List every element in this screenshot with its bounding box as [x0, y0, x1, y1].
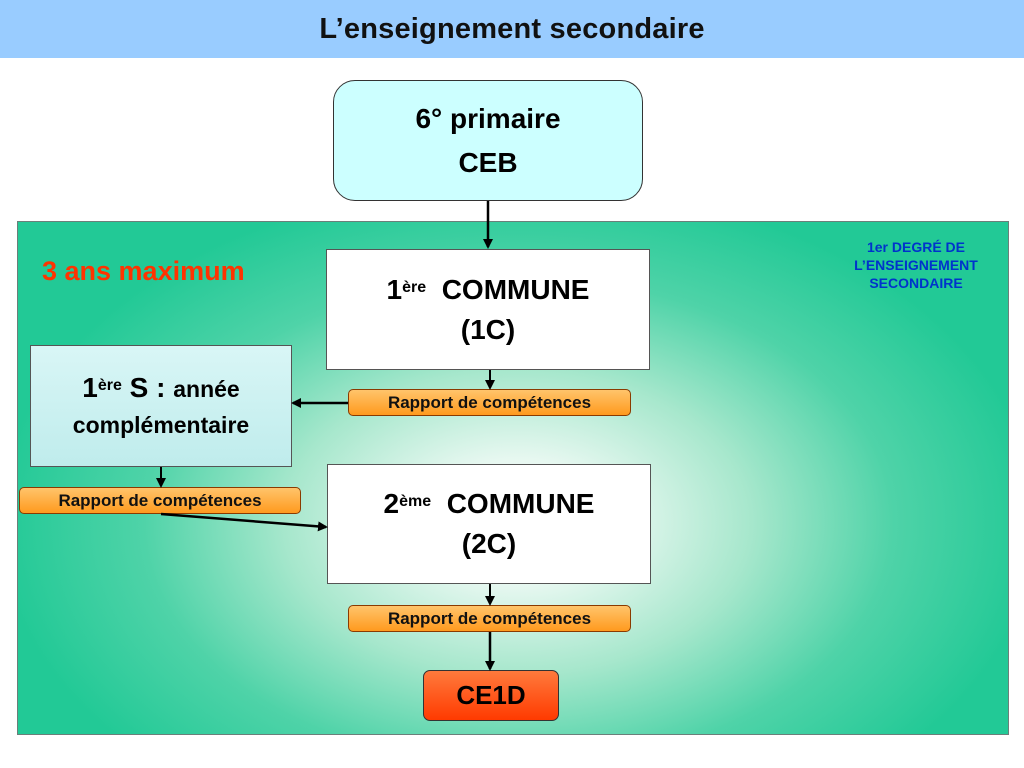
competence-report-1c: Rapport de compétences [348, 389, 631, 416]
second-common-code: (2C) [461, 528, 517, 559]
degree-label-line: L’ENSEIGNEMENT [854, 257, 978, 273]
ceb-line: CEB [458, 146, 518, 178]
second-common-word: COMMUNE [446, 488, 595, 519]
first-common-word: COMMUNE [441, 273, 590, 305]
first-s-box: 1ère S : année complémentaire [30, 345, 292, 467]
competence-report-2c: Rapport de compétences [348, 605, 631, 632]
primary-6-box: 6° primaire CEB [333, 80, 643, 201]
arrow-report-to-2c [160, 512, 328, 532]
first-common-code: (1C) [460, 313, 516, 345]
first-common-ordinal: 1 [386, 273, 403, 305]
first-common-heading: 1ère COMMUNE [387, 270, 590, 310]
second-common-box: 2ème COMMUNE (2C) [327, 464, 651, 584]
first-s-word1: année [173, 375, 240, 402]
first-s-heading: 1ère S : année [82, 370, 239, 407]
degree-label-line: SECONDAIRE [869, 275, 963, 291]
primary-6-line: 6° primaire [415, 102, 561, 134]
second-common-suffix: ème [399, 493, 432, 510]
degree-label-line: 1er DEGRÉ DE [866, 239, 966, 255]
first-s-suffix: ère [97, 376, 122, 394]
first-common-box: 1ère COMMUNE (1C) [326, 249, 650, 370]
degree-label: 1er DEGRÉ DE L’ENSEIGNEMENT SECONDAIRE [822, 238, 1010, 292]
first-common-suffix: ère [402, 278, 427, 296]
title-bar: L’enseignement secondaire [0, 0, 1024, 58]
first-s-letter: S : [129, 371, 166, 403]
slide-title: L’enseignement secondaire [319, 12, 705, 45]
second-common-heading: 2ème COMMUNE [384, 484, 595, 524]
duration-label: 3 ans maximum [42, 256, 245, 286]
first-s-word2: complémentaire [72, 411, 250, 438]
ce1d-box: CE1D [423, 670, 559, 721]
first-s-ordinal: 1 [82, 371, 98, 403]
second-common-ordinal: 2 [383, 488, 400, 519]
